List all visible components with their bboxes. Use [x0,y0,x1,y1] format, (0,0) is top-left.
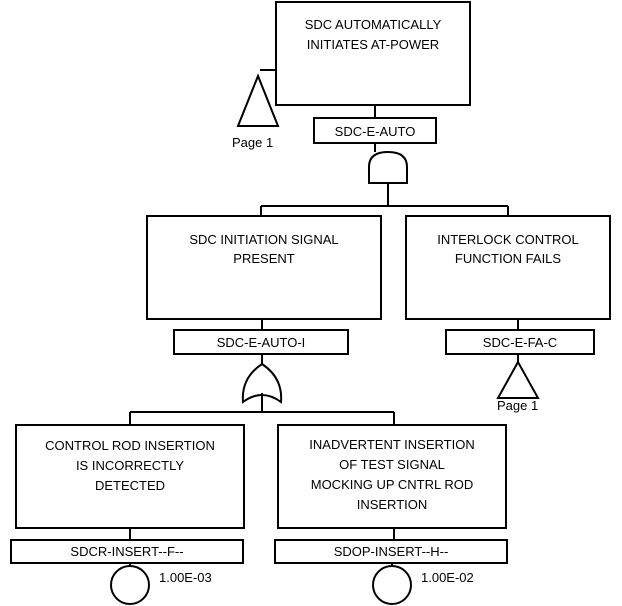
left-event-box [146,215,382,320]
basic-event-2-box [277,424,507,529]
right-event[interactable]: INTERLOCK CONTROL FUNCTION FAILS SDC-E-F… [405,215,611,413]
transfer-triangle-top[interactable]: Page 1 [232,69,280,150]
top-event[interactable]: SDC AUTOMATICALLY INITIATES AT-POWER SDC… [275,1,471,152]
right-event-box [405,215,611,320]
basic-event-1-line-1: CONTROL ROD INSERTION [45,438,215,453]
left-event-line-2: PRESENT [233,251,294,266]
top-event-line-2: INITIATES AT-POWER [307,37,439,52]
basic-event-2[interactable]: INADVERTENT INSERTION OF TEST SIGNAL MOC… [274,424,508,605]
basic-event-1-probability: 1.00E-03 [159,570,212,585]
left-event-line-1: SDC INITIATION SIGNAL [189,232,338,247]
basic-event-2-id: SDOP-INSERT--H-- [334,544,449,559]
basic-event-2-line-2: OF TEST SIGNAL [339,457,445,472]
left-event[interactable]: SDC INITIATION SIGNAL PRESENT SDC-E-AUTO… [146,215,382,364]
transfer-in-icon [496,359,540,399]
right-event-line-2: FUNCTION FAILS [455,251,562,266]
basic-event-circle-icon [372,565,412,605]
right-transfer-label: Page 1 [497,398,538,413]
right-event-line-1: INTERLOCK CONTROL [437,232,579,247]
left-event-id: SDC-E-AUTO-I [217,335,306,350]
basic-event-1-line-3: DETECTED [95,478,165,493]
and-gate[interactable] [260,150,509,216]
right-event-id: SDC-E-FA-C [483,335,557,350]
top-event-id: SDC-E-AUTO [335,124,416,139]
basic-event-1-line-2: IS INCORRECTLY [76,458,184,473]
basic-event-1[interactable]: CONTROL ROD INSERTION IS INCORRECTLY DET… [10,424,245,605]
top-event-box [275,1,471,106]
and-gate-icon [368,150,408,184]
basic-event-circle-icon [110,565,150,605]
top-event-line-1: SDC AUTOMATICALLY [305,17,442,32]
or-gate[interactable] [129,362,395,425]
top-transfer-label: Page 1 [232,135,273,150]
transfer-in-icon [236,73,280,127]
basic-event-2-probability: 1.00E-02 [421,570,474,585]
basic-event-2-line-4: INSERTION [357,497,428,512]
right-event-id-box [445,329,595,355]
basic-event-2-line-1: INADVERTENT INSERTION [309,437,474,452]
basic-event-2-line-3: MOCKING UP CNTRL ROD [311,477,474,492]
basic-event-1-id-box [10,539,244,564]
basic-event-1-id: SDCR-INSERT--F-- [70,544,183,559]
